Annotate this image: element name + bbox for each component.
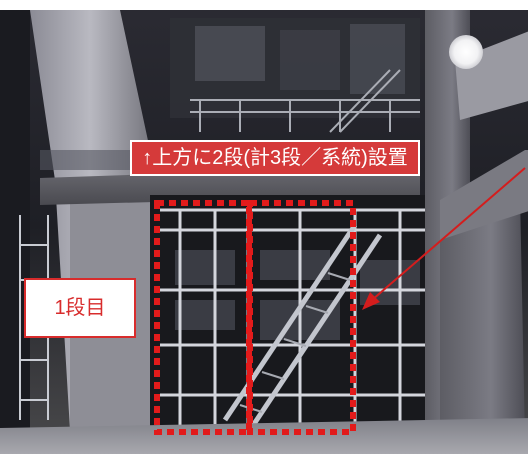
annotation-arrow	[362, 167, 526, 310]
ceiling-lamp	[449, 35, 483, 69]
first-stage-label: 1段目	[24, 278, 136, 338]
upper-stages-caption: ↑上方に2段(計3段／系統)設置	[130, 140, 420, 176]
highlight-boxes	[154, 200, 356, 435]
highlight-box-right	[247, 200, 356, 435]
upper-machinery	[170, 18, 420, 133]
floor	[0, 418, 532, 454]
highlight-box-left	[154, 200, 252, 435]
